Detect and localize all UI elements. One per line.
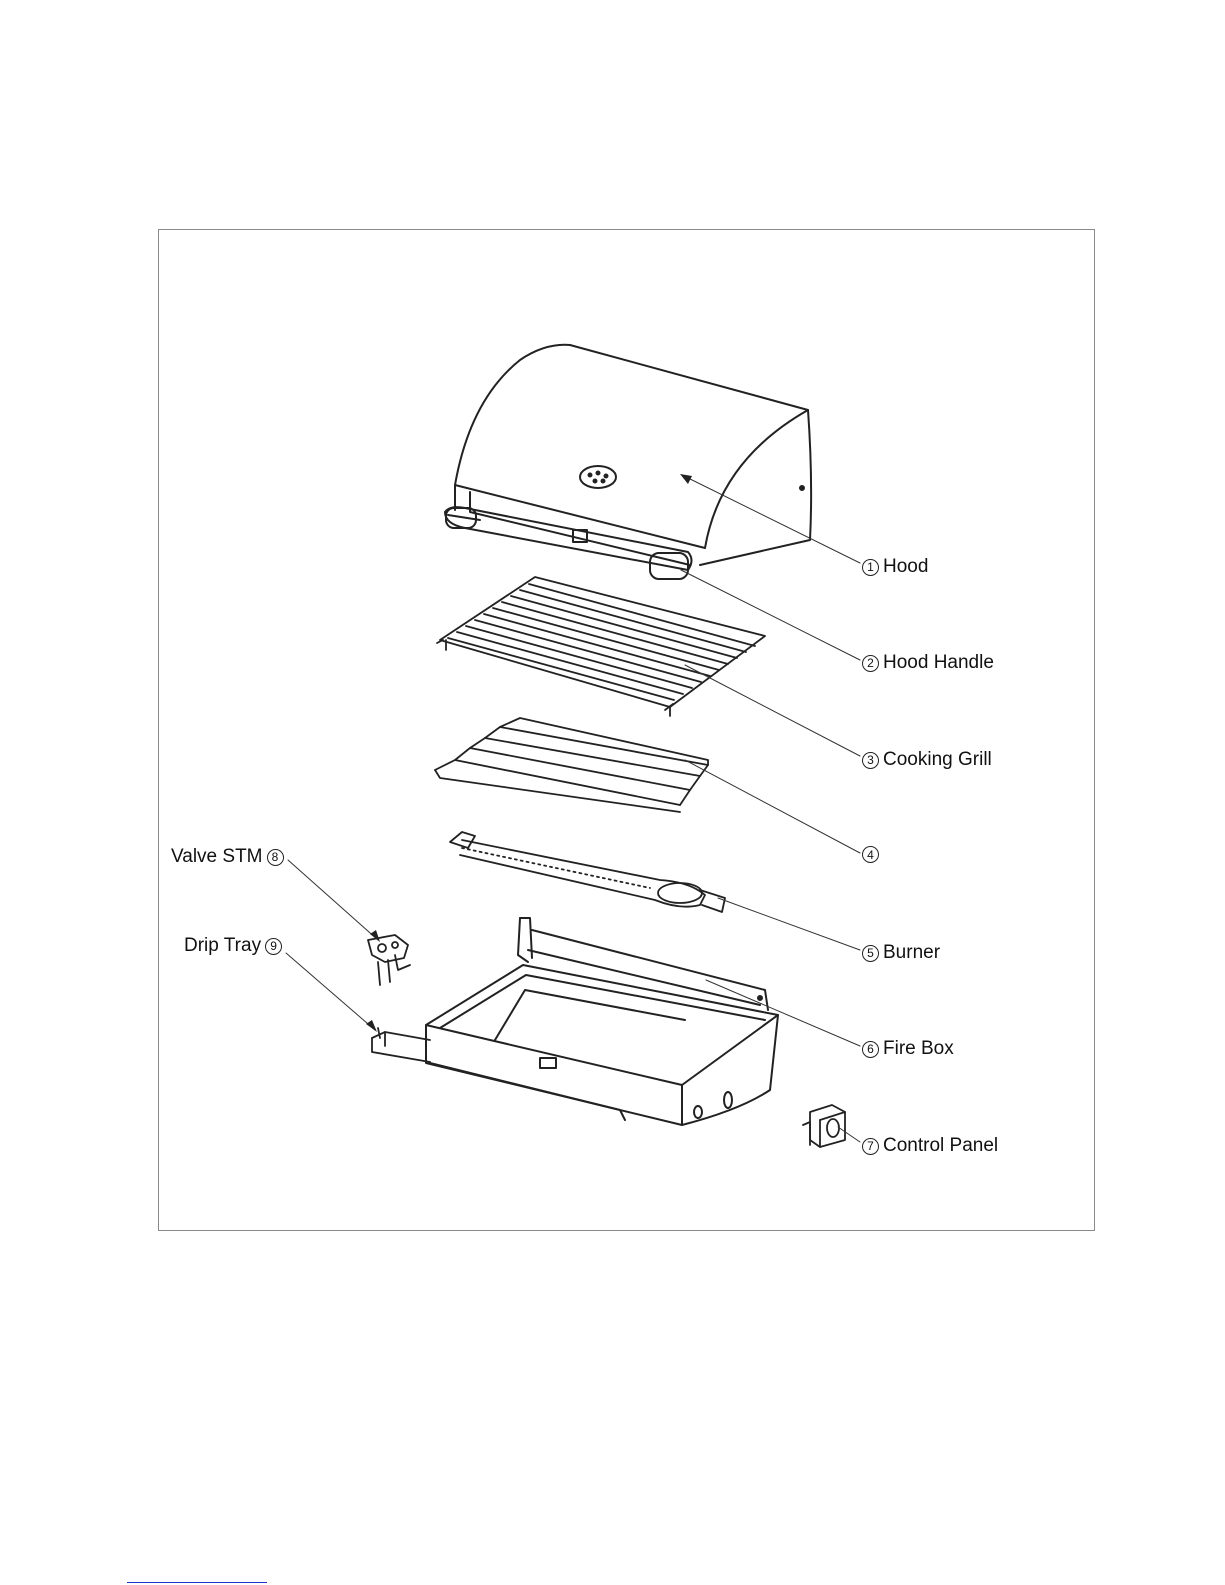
callout-number: 4 xyxy=(862,846,879,863)
callout-label: Drip Tray xyxy=(184,935,261,957)
callout-number: 1 xyxy=(862,559,879,576)
callout-label: Valve STM xyxy=(171,846,263,868)
fire-box-part xyxy=(426,918,778,1125)
footer-link-underline[interactable] xyxy=(127,1582,267,1583)
control-panel-part xyxy=(803,1105,845,1147)
callout-drip-tray: 9 Drip Tray xyxy=(184,935,282,957)
callout-control-panel: 7 Control Panel xyxy=(862,1135,998,1157)
callout-fire-box: 6 Fire Box xyxy=(862,1038,954,1060)
callout-number: 7 xyxy=(862,1138,879,1155)
callout-label: Control Panel xyxy=(883,1135,998,1157)
callout-cooking-grill: 3 Cooking Grill xyxy=(862,749,992,771)
burner-part xyxy=(450,832,725,912)
callout-label: Cooking Grill xyxy=(883,749,992,771)
callout-label: Burner xyxy=(883,942,940,964)
callout-label: Hood xyxy=(883,556,928,578)
callout-label: Fire Box xyxy=(883,1038,954,1060)
hood-part xyxy=(455,345,811,565)
callout-label: Hood Handle xyxy=(883,652,994,674)
callout-flame-tamer: 4 xyxy=(862,846,883,863)
callout-number: 2 xyxy=(862,655,879,672)
callout-number: 9 xyxy=(265,938,282,955)
drip-tray-part xyxy=(372,1028,430,1062)
callout-number: 3 xyxy=(862,752,879,769)
callout-number: 5 xyxy=(862,945,879,962)
valve-stem-part xyxy=(368,935,410,985)
cooking-grill-part xyxy=(437,577,765,716)
callout-hood-handle: 2 Hood Handle xyxy=(862,652,994,674)
callout-number: 8 xyxy=(267,849,284,866)
hood-handle-part xyxy=(445,507,692,579)
flame-tamer-part xyxy=(435,718,708,812)
callout-burner: 5 Burner xyxy=(862,942,940,964)
callout-valve-stm: 8 Valve STM xyxy=(171,846,284,868)
callout-number: 6 xyxy=(862,1041,879,1058)
callout-hood: 1 Hood xyxy=(862,556,928,578)
